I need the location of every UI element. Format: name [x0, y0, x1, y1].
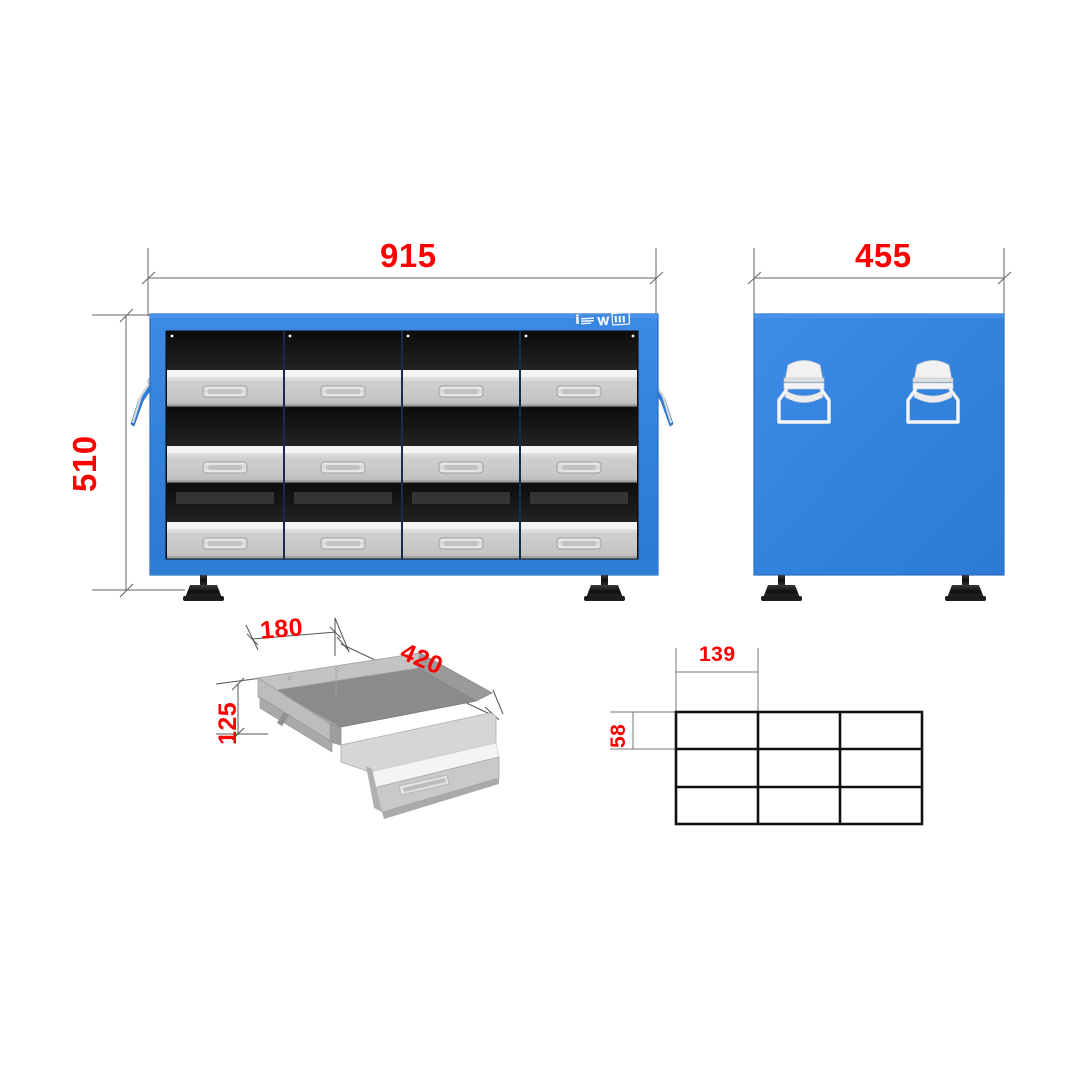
drawer-handle-icon[interactable] — [438, 385, 484, 398]
drawer-handle-icon[interactable] — [556, 461, 602, 474]
brand-logo-icon — [574, 312, 631, 327]
front-view-group — [92, 248, 674, 601]
dimension-overall-height — [92, 308, 185, 598]
drawer-cell[interactable] — [167, 332, 283, 407]
drawer-detail-group — [215, 617, 504, 819]
cabinet-body-side — [753, 313, 1005, 576]
drawer-column-separators — [283, 331, 521, 559]
drawer-handle-icon[interactable] — [438, 537, 484, 550]
leveling-foot-side-right — [945, 575, 986, 601]
drawer-handle-icon[interactable] — [320, 461, 366, 474]
dimension-label-cell-height: 58 — [607, 723, 630, 748]
drawer-handle-icon[interactable] — [556, 537, 602, 550]
dimension-overall-depth — [747, 248, 1012, 316]
drawer-handle-icon[interactable] — [438, 461, 484, 474]
divider-grid-group — [610, 648, 924, 826]
drawer-detail-handle-icon[interactable] — [398, 774, 450, 796]
dimension-label-overall-height: 510 — [66, 435, 103, 492]
leveling-foot-right — [584, 575, 625, 601]
drawer-cell[interactable] — [285, 484, 401, 559]
dimension-drawer-width — [245, 618, 342, 656]
drawer-row-1 — [167, 332, 637, 407]
drawer-cell[interactable] — [521, 408, 637, 483]
side-view-group — [747, 248, 1012, 601]
dimension-label-drawer-height: 125 — [214, 701, 242, 745]
drawer-cell[interactable] — [521, 332, 637, 407]
leveling-foot-side-left — [761, 575, 802, 601]
drawer-cell[interactable] — [403, 484, 519, 559]
side-handle-bracket-right[interactable] — [906, 360, 960, 424]
dimension-cell-width — [675, 648, 759, 712]
dimension-cell-height — [610, 711, 678, 750]
drawer-cell[interactable] — [285, 332, 401, 407]
drawer-row-2 — [167, 408, 637, 483]
divider-grid — [674, 710, 924, 826]
leveling-foot-left — [183, 575, 224, 601]
side-handle-bracket-left[interactable] — [777, 360, 831, 424]
dimension-label-drawer-width: 180 — [258, 613, 305, 645]
dimension-label-cell-width: 139 — [699, 643, 736, 666]
drawer-cell[interactable] — [285, 408, 401, 483]
drawer-cell[interactable] — [167, 408, 283, 483]
drawer-handle-icon[interactable] — [202, 385, 248, 398]
dimension-label-overall-width: 915 — [380, 237, 437, 274]
dimension-drawer-height — [215, 677, 268, 741]
drawer-row-3 — [167, 484, 637, 559]
drawer-handle-icon[interactable] — [320, 385, 366, 398]
drawer-handle-icon[interactable] — [202, 537, 248, 550]
drawer-handle-icon[interactable] — [556, 385, 602, 398]
drawer-handle-icon[interactable] — [202, 461, 248, 474]
drawer-cell[interactable] — [167, 484, 283, 559]
dimension-overall-width — [141, 248, 664, 316]
dimension-label-overall-depth: 455 — [855, 237, 912, 274]
drawer-handle-icon[interactable] — [320, 537, 366, 550]
drawer-cell[interactable] — [403, 408, 519, 483]
drawer-cell[interactable] — [521, 484, 637, 559]
drawer-cell[interactable] — [403, 332, 519, 407]
drawer-right-inner-wall — [417, 652, 493, 702]
